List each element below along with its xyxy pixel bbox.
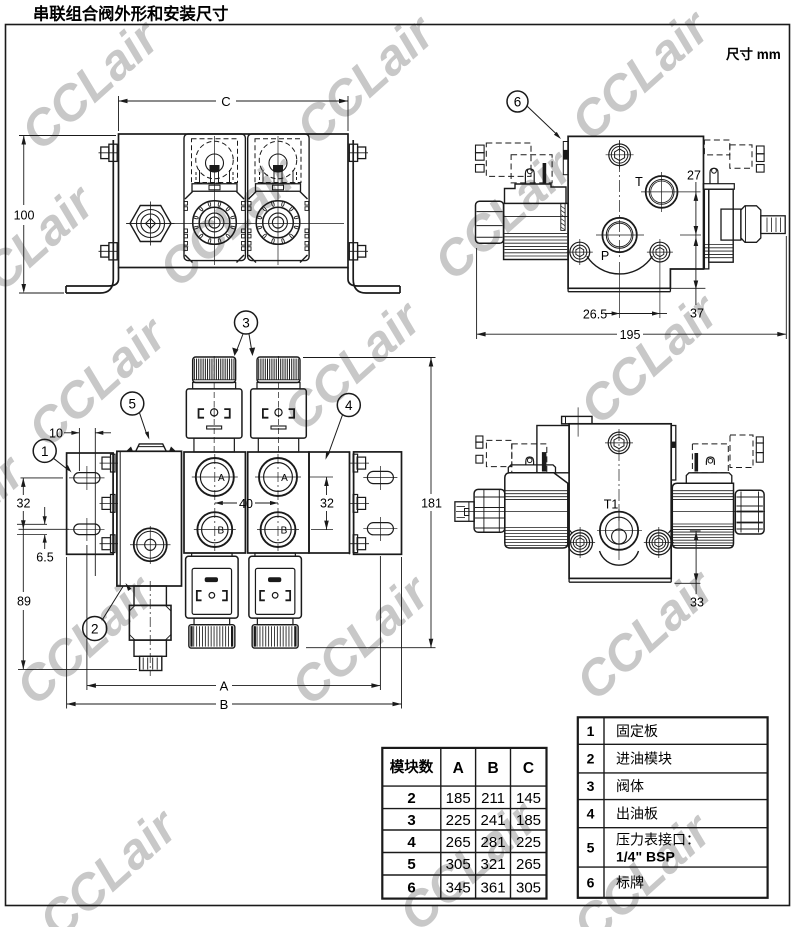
svg-text:3: 3 — [587, 778, 595, 794]
svg-text:3: 3 — [242, 316, 250, 331]
svg-text:4: 4 — [407, 834, 416, 851]
svg-text:211: 211 — [481, 790, 505, 807]
svg-text:1: 1 — [587, 723, 595, 739]
svg-text:出油板: 出油板 — [616, 806, 658, 822]
svg-text:2: 2 — [407, 790, 415, 807]
svg-text:225: 225 — [446, 812, 471, 829]
svg-text:串联组合阀外形和安装尺寸: 串联组合阀外形和安装尺寸 — [33, 5, 228, 24]
svg-text:185: 185 — [446, 790, 471, 807]
svg-text:26.5: 26.5 — [583, 308, 607, 322]
svg-text:3: 3 — [407, 812, 415, 829]
svg-text:6: 6 — [407, 879, 415, 896]
svg-text:185: 185 — [516, 812, 541, 829]
svg-text:A: A — [453, 760, 464, 777]
svg-text:305: 305 — [516, 879, 541, 896]
svg-text:321: 321 — [481, 856, 506, 873]
svg-text:B: B — [217, 526, 224, 537]
svg-text:A: A — [218, 473, 225, 484]
svg-text:40: 40 — [239, 497, 253, 511]
svg-text:345: 345 — [446, 879, 471, 896]
svg-text:C: C — [221, 94, 230, 109]
svg-text:P: P — [601, 249, 609, 263]
svg-text:32: 32 — [320, 497, 334, 511]
svg-text:1: 1 — [41, 444, 49, 459]
svg-text:尺寸 mm: 尺寸 mm — [726, 46, 781, 62]
svg-text:B: B — [281, 526, 288, 537]
svg-text:模块数: 模块数 — [390, 758, 434, 776]
svg-text:100: 100 — [14, 209, 35, 223]
svg-text:6.5: 6.5 — [36, 551, 53, 565]
svg-text:标牌: 标牌 — [616, 875, 644, 891]
svg-text:进油模块: 进油模块 — [616, 751, 672, 767]
svg-text:B: B — [220, 697, 229, 712]
svg-text:T: T — [635, 175, 643, 189]
svg-text:2: 2 — [587, 751, 595, 767]
svg-text:5: 5 — [587, 839, 595, 855]
svg-text:265: 265 — [516, 856, 541, 873]
svg-text:27: 27 — [687, 169, 701, 183]
svg-text:225: 225 — [516, 834, 541, 851]
svg-text:281: 281 — [481, 834, 506, 851]
svg-text:195: 195 — [620, 328, 641, 342]
svg-text:4: 4 — [587, 806, 595, 822]
svg-text:37: 37 — [690, 307, 704, 321]
svg-text:A: A — [220, 678, 229, 693]
svg-text:C: C — [523, 760, 534, 777]
svg-text:B: B — [487, 760, 498, 777]
svg-text:181: 181 — [421, 497, 442, 511]
svg-text:32: 32 — [17, 497, 31, 511]
svg-text:2: 2 — [91, 622, 99, 637]
svg-text:145: 145 — [516, 790, 541, 807]
svg-text:361: 361 — [481, 879, 506, 896]
svg-text:6: 6 — [514, 95, 522, 110]
svg-text:241: 241 — [481, 812, 506, 829]
svg-text:33: 33 — [690, 596, 704, 610]
svg-text:89: 89 — [17, 595, 31, 609]
svg-text:305: 305 — [446, 856, 471, 873]
svg-text:6: 6 — [587, 875, 595, 891]
svg-text:T1: T1 — [604, 498, 619, 512]
svg-text:固定板: 固定板 — [616, 723, 658, 739]
svg-text:10: 10 — [49, 426, 63, 440]
svg-text:4: 4 — [345, 398, 353, 413]
svg-text:阀体: 阀体 — [616, 778, 644, 794]
svg-text:1/4" BSP: 1/4" BSP — [616, 849, 675, 865]
svg-text:5: 5 — [407, 856, 415, 873]
svg-text:A: A — [281, 473, 288, 484]
svg-text:5: 5 — [129, 397, 137, 412]
svg-text:压力表接口：: 压力表接口： — [616, 832, 700, 848]
svg-text:265: 265 — [446, 834, 471, 851]
